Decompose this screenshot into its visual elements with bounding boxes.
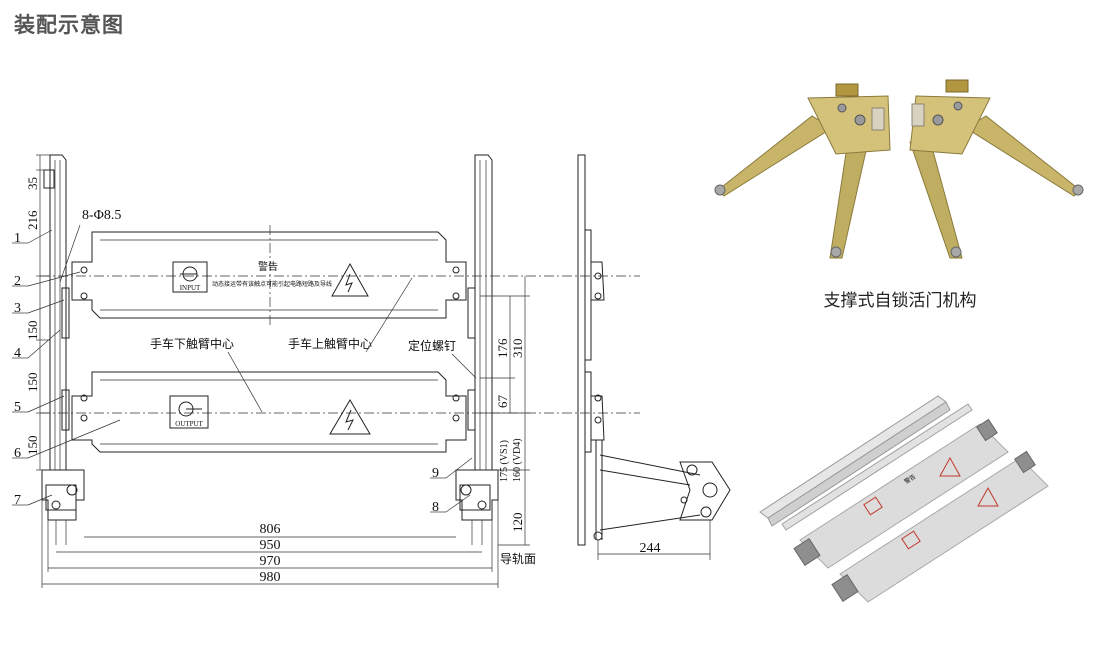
dim-980: 980 — [260, 570, 281, 585]
dim-216: 216 — [25, 210, 40, 230]
upper-shutter-plate — [40, 225, 640, 325]
output-icon: OUTPUT — [169, 395, 209, 429]
right-dimension-chain: 176 310 67 175 (VS1) 160 (VD4) 120 — [480, 276, 530, 546]
guide-rail-strip — [759, 395, 973, 531]
hazard-triangle-lower-icon — [329, 399, 371, 435]
part-number-6: 6 — [14, 446, 21, 461]
left-rail — [41, 154, 85, 545]
upper-arm-center-label: 手车上触臂中心 — [288, 336, 372, 351]
dim-310: 310 — [510, 339, 525, 359]
locating-screw-label: 定位螺钉 — [408, 338, 456, 353]
dim-35: 35 — [25, 177, 40, 190]
part-number-2: 2 — [14, 274, 21, 289]
part-number-5: 5 — [14, 400, 21, 415]
dim-806: 806 — [260, 522, 281, 537]
dim-67: 67 — [495, 395, 510, 409]
bottom-dimension-lines: 806 950 970 980 — [41, 500, 499, 588]
hole-spec-label: 8-Φ8.5 — [82, 208, 121, 223]
part-number-8: 8 — [432, 500, 439, 515]
left-dimension-chain: 35 216 150 150 150 — [25, 154, 50, 471]
part-leaders — [12, 224, 473, 513]
side-view: 244 — [577, 154, 731, 560]
guide-rail-surface-label: 导轨面 — [500, 552, 536, 566]
part-number-3: 3 — [14, 301, 21, 316]
dim-176: 176 — [495, 338, 510, 358]
shutter-assembly-photo: 警告 — [759, 395, 1049, 603]
dim-950: 950 — [260, 538, 281, 553]
part-number-4: 4 — [14, 346, 21, 361]
dim-970: 970 — [260, 554, 281, 569]
lower-shutter-plate — [40, 371, 640, 453]
warning-title: 警告 — [258, 260, 278, 273]
warning-text: 动态接运带有该触点可能引起电路短路及导线 — [212, 280, 332, 288]
dim-150-a: 150 — [25, 321, 40, 341]
input-icon: INPUT — [172, 261, 208, 293]
part-number-1: 1 — [14, 231, 21, 246]
hinge-mechanism-photo — [714, 79, 1084, 259]
right-hinge-arm — [909, 79, 1084, 259]
dim-150-c: 150 — [25, 436, 40, 456]
dim-120: 120 — [510, 513, 525, 533]
left-hinge-arm — [714, 83, 891, 259]
page-title: 装配示意图 — [14, 13, 124, 37]
shutter-panel-lower — [831, 450, 1049, 603]
part-number-9: 9 — [432, 466, 439, 481]
dim-175-vs1: 175 (VS1) — [499, 440, 510, 482]
hazard-triangle-upper-icon — [331, 262, 369, 297]
dim-150-b: 150 — [25, 373, 40, 393]
part-number-7: 7 — [14, 493, 21, 508]
shutter-panel-upper: 警告 — [793, 418, 1009, 569]
lower-arm-center-label: 手车下触臂中心 — [150, 336, 234, 351]
dim-160-vd4: 160 (VD4) — [512, 438, 523, 482]
output-label: OUTPUT — [175, 420, 203, 428]
right-rail — [455, 154, 499, 545]
dim-244: 244 — [640, 541, 661, 556]
input-label: INPUT — [180, 284, 201, 292]
mechanism-caption: 支撑式自锁活门机构 — [823, 291, 977, 311]
